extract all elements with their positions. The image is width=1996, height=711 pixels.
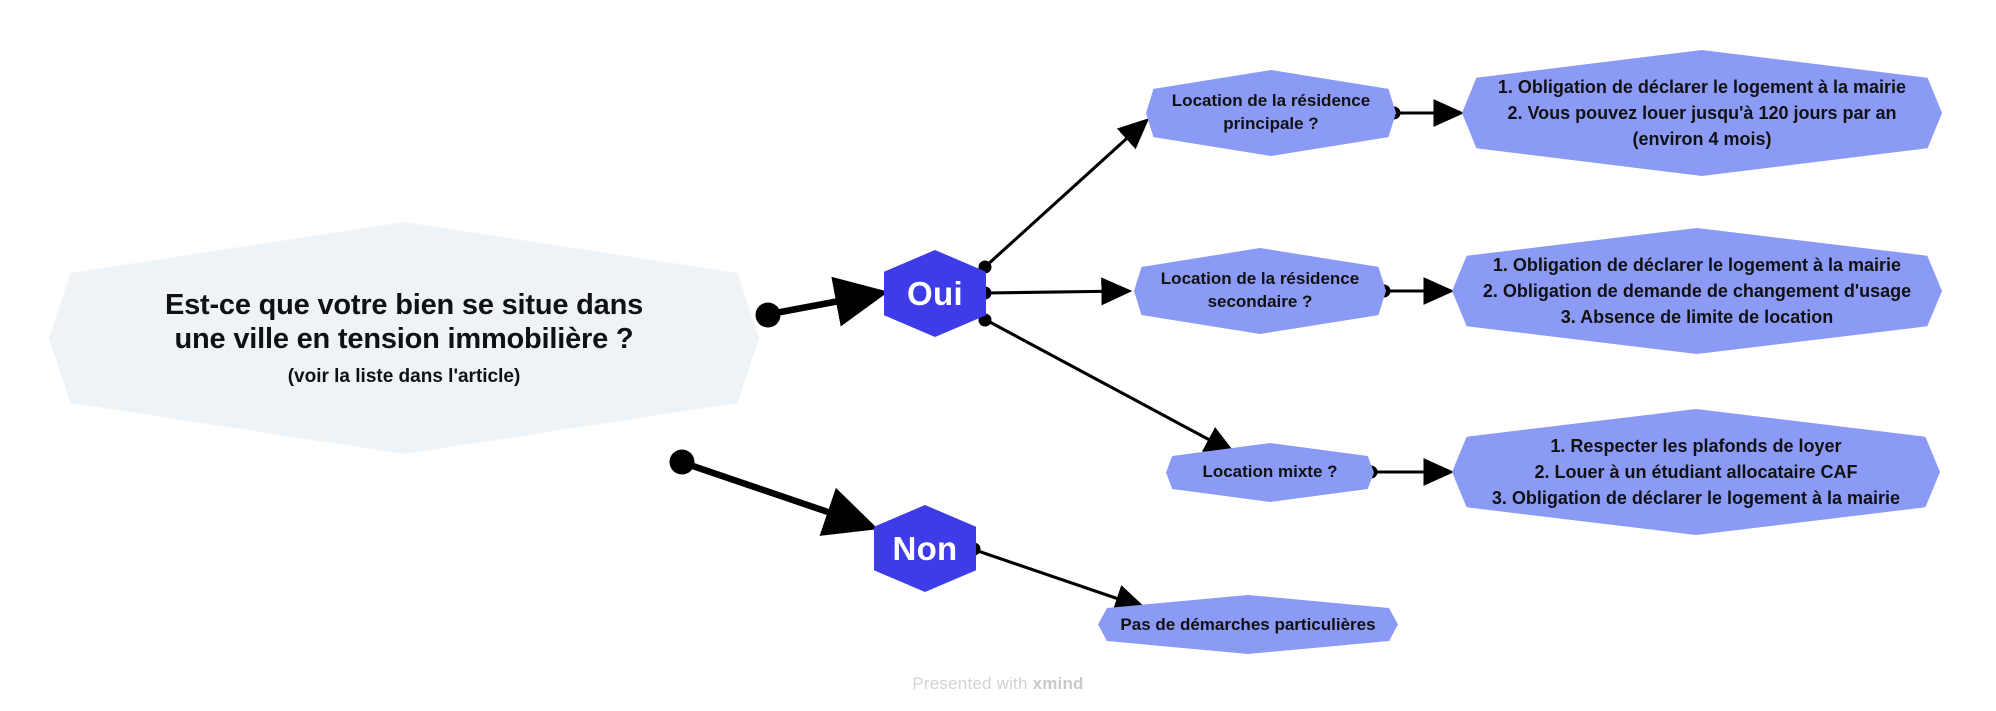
root-node-content: Est-ce que votre bien se situe dans une … <box>139 288 669 388</box>
root-title-line-2: une ville en tension immobilière ? <box>174 323 634 356</box>
question-node-residence-principale-text: Location de la résidence principale ? <box>1154 90 1388 136</box>
leaf-node-pas-de-demarches[interactable]: Pas de démarches particulières <box>1098 595 1398 654</box>
edge-branch-3-to-answer <box>1364 458 1455 486</box>
question-line-1: Location de la résidence <box>1160 269 1360 289</box>
decision-node-non[interactable]: Non <box>874 505 976 592</box>
question-node-location-mixte-text: Location mixte ? <box>1184 461 1355 484</box>
decision-non-label: Non <box>892 529 958 567</box>
answer-line-1: 1. Obligation de déclarer le logement à … <box>1497 76 1907 97</box>
root-subtitle: (voir la liste dans l'article) <box>287 365 521 387</box>
answer-line-1: 1. Respecter les plafonds de loyer <box>1550 435 1842 456</box>
answer-line-2: 2. Louer à un étudiant allocataire CAF <box>1534 461 1858 482</box>
answer-node-residence-secondaire[interactable]: 1. Obligation de déclarer le logement à … <box>1452 228 1942 354</box>
edge-non-to-leaf <box>967 542 1147 612</box>
answer-line-3: (environ 4 mois) <box>1632 129 1772 150</box>
edge-oui-to-branch-3 <box>978 313 1236 455</box>
answer-line-2: 2. Obligation de demande de changement d… <box>1482 280 1912 301</box>
footer-brand: xmind <box>1032 674 1084 693</box>
edge-branch-2-to-answer <box>1377 277 1455 305</box>
decision-node-oui[interactable]: Oui <box>884 250 986 337</box>
edge-root-to-non <box>669 449 879 536</box>
question-node-location-mixte[interactable]: Location mixte ? <box>1166 443 1374 502</box>
answer-line-2: 2. Vous pouvez louer jusqu'à 120 jours p… <box>1507 102 1897 123</box>
question-line-1: Location de la résidence <box>1171 91 1371 111</box>
answer-node-residence-principale[interactable]: 1. Obligation de déclarer le logement à … <box>1462 50 1942 176</box>
answer-node-residence-principale-text: 1. Obligation de déclarer le logement à … <box>1482 74 1922 152</box>
footer-prefix: Presented with <box>912 674 1033 693</box>
decision-oui-label: Oui <box>907 274 963 312</box>
answer-node-residence-secondaire-text: 1. Obligation de déclarer le logement à … <box>1467 252 1927 330</box>
answer-node-location-mixte-text: 1. Respecter les plafonds de loyer 2. Lo… <box>1476 433 1916 511</box>
answer-line-3: 3. Absence de limite de location <box>1560 307 1834 328</box>
edge-oui-to-branch-1 <box>978 118 1150 274</box>
edge-oui-to-branch-2 <box>978 277 1133 306</box>
question-line-1: Location mixte ? <box>1202 462 1338 482</box>
question-node-residence-principale[interactable]: Location de la résidence principale ? <box>1146 70 1396 156</box>
root-title-line-1: Est-ce que votre bien se situe dans <box>164 289 644 322</box>
question-node-residence-secondaire-text: Location de la résidence secondaire ? <box>1143 268 1377 314</box>
question-node-residence-secondaire[interactable]: Location de la résidence secondaire ? <box>1134 248 1386 334</box>
root-node[interactable]: Est-ce que votre bien se situe dans une … <box>49 222 759 454</box>
answer-line-3: 3. Obligation de déclarer le logement à … <box>1491 488 1901 509</box>
leaf-node-pas-de-demarches-text: Pas de démarches particulières <box>1120 614 1376 634</box>
edge-branch-1-to-answer <box>1387 99 1465 127</box>
footer-credit: Presented with xmind <box>0 674 1996 694</box>
question-line-2: secondaire ? <box>1207 292 1313 311</box>
edge-root-to-oui <box>755 276 889 328</box>
question-line-2: principale ? <box>1223 114 1319 133</box>
answer-node-location-mixte[interactable]: 1. Respecter les plafonds de loyer 2. Lo… <box>1452 409 1940 535</box>
answer-line-1: 1. Obligation de déclarer le logement à … <box>1492 254 1902 275</box>
